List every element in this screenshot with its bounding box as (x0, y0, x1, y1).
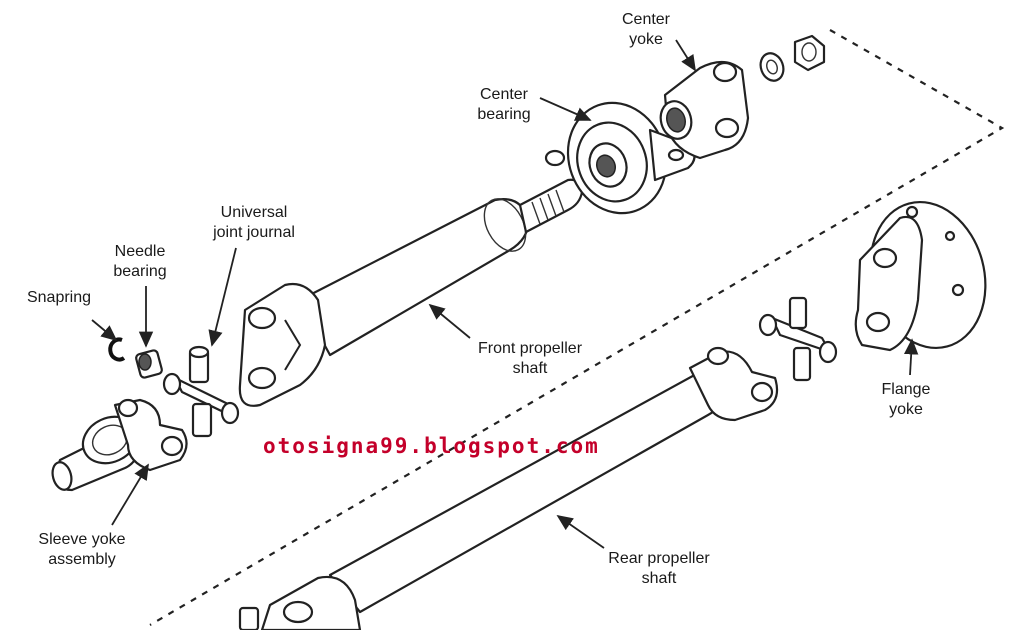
snapring-drawing (108, 337, 126, 362)
label-needle-bearing-line1: Needle (114, 243, 166, 260)
label-sleeve-yoke-assembly-line2: assembly (48, 551, 116, 568)
label-sleeve-yoke-assembly-line1: Sleeve yoke (38, 531, 126, 548)
label-rear-propeller-shaft: Rear propeller shaft (592, 549, 726, 589)
washer-and-nut-drawing (759, 34, 826, 82)
label-front-propeller-shaft-line1: Front propeller (477, 340, 583, 357)
label-universal-joint-journal-line1: Universal (220, 204, 288, 221)
label-front-propeller-shaft-line2: shaft (512, 360, 548, 377)
label-needle-bearing: Needle bearing (98, 242, 182, 282)
rear-propeller-shaft-drawing (238, 346, 779, 630)
label-universal-joint-journal: Universal joint journal (196, 203, 312, 243)
universal-joint-journal-drawing (162, 345, 240, 438)
alignment-dashed-line (149, 29, 1005, 626)
label-center-bearing-line1: Center (479, 86, 529, 103)
universal-joint-right-drawing (758, 296, 838, 382)
flange-yoke-drawing (854, 200, 987, 352)
label-flange-yoke-line2: yoke (889, 401, 923, 418)
label-universal-joint-journal-line2: joint journal (213, 224, 295, 241)
center-yoke-drawing (659, 60, 750, 160)
label-center-bearing-line2: bearing (477, 106, 531, 123)
label-rear-propeller-shaft-line2: shaft (641, 570, 677, 587)
label-needle-bearing-line2: bearing (113, 263, 167, 280)
center-bearing-drawing (544, 101, 696, 215)
sleeve-yoke-assembly-drawing (51, 398, 188, 492)
label-center-yoke-line1: Center (621, 11, 671, 28)
label-flange-yoke-line1: Flange (881, 381, 931, 398)
watermark-text: otosigna99.blogspot.com (263, 434, 600, 458)
label-rear-propeller-shaft-line1: Rear propeller (608, 550, 710, 567)
label-flange-yoke: Flange yoke (864, 380, 948, 420)
label-sleeve-yoke-assembly: Sleeve yoke assembly (26, 530, 138, 570)
label-snapring: Snapring (12, 288, 106, 308)
label-center-yoke: Center yoke (604, 10, 688, 50)
front-propeller-shaft-drawing (238, 178, 584, 407)
label-snapring-text: Snapring (26, 289, 92, 306)
needle-bearing-drawing (135, 349, 163, 379)
leader-lines (91, 39, 919, 549)
label-center-bearing: Center bearing (462, 85, 546, 125)
label-front-propeller-shaft: Front propeller shaft (462, 339, 598, 379)
label-center-yoke-line2: yoke (629, 31, 663, 48)
